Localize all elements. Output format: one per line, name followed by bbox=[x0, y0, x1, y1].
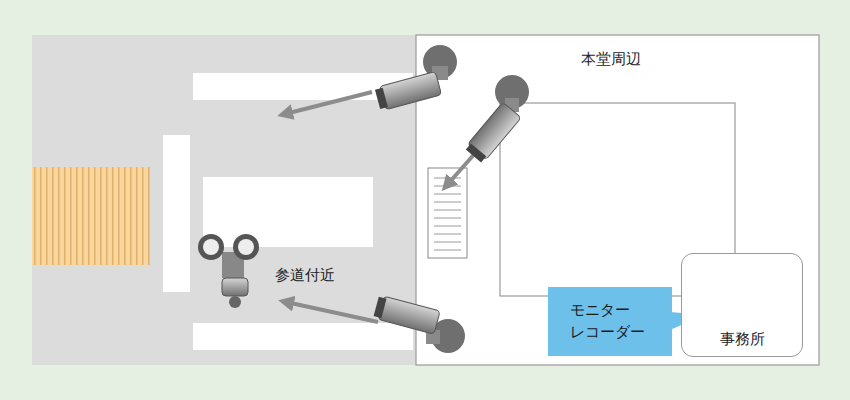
temple-region: 本堂周辺モニター レコーダー事務所 bbox=[416, 35, 819, 365]
camera bbox=[373, 295, 465, 353]
approach-area bbox=[32, 35, 416, 365]
node-text: 事務所 bbox=[682, 330, 802, 350]
floodlight-camera bbox=[198, 234, 259, 308]
path-bar bbox=[163, 135, 190, 292]
recorder-callout: モニター レコーダー bbox=[548, 287, 672, 356]
steps bbox=[32, 167, 150, 265]
node-text: 本堂周辺 bbox=[581, 50, 641, 70]
area-label: 参道付近 bbox=[275, 266, 335, 286]
node-text: モニター レコーダー bbox=[570, 300, 650, 344]
path-bar bbox=[193, 323, 413, 350]
temple-area bbox=[416, 35, 819, 365]
path-bar bbox=[203, 177, 373, 247]
view-arrow bbox=[285, 92, 478, 322]
camera bbox=[464, 75, 529, 164]
office-box: 事務所 bbox=[681, 253, 803, 357]
camera bbox=[374, 45, 457, 111]
